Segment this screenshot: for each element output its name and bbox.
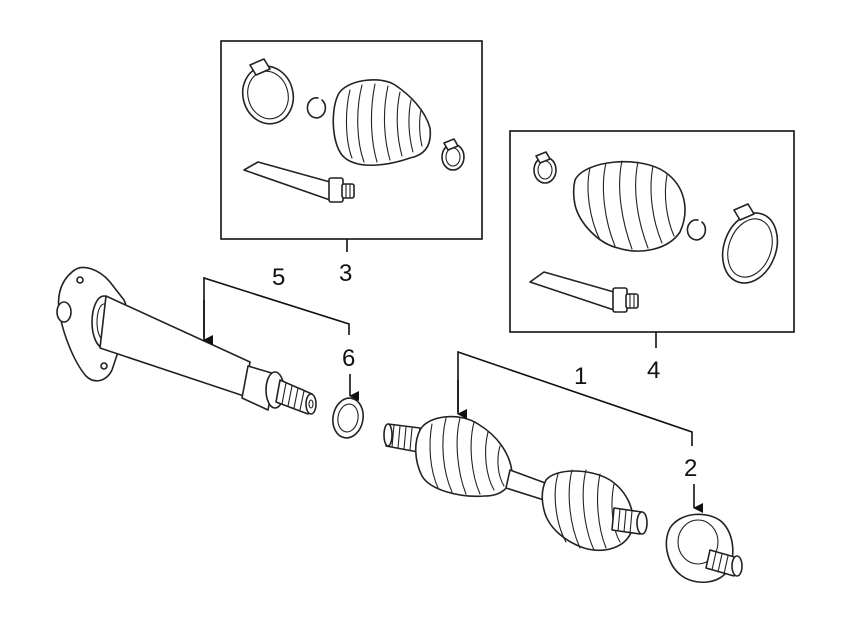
cv-boot-icon	[572, 160, 686, 252]
cv-boot-icon	[332, 79, 432, 167]
large-clamp-icon	[721, 203, 779, 284]
snap-ring-icon	[306, 97, 327, 119]
grease-tube-icon	[243, 161, 355, 203]
callout-5: 5	[272, 264, 285, 291]
large-clamp-icon	[241, 58, 295, 125]
cv-axle-assembly-icon	[383, 415, 648, 552]
boot-kit-outer-group	[509, 130, 795, 333]
small-clamp-icon	[533, 151, 557, 184]
callout-6: 6	[342, 345, 355, 372]
callout-2: 2	[684, 455, 697, 482]
small-clamp-icon	[441, 138, 465, 171]
callout-1: 1	[574, 363, 587, 390]
callout-3: 3	[339, 260, 352, 287]
snap-ring-icon	[686, 219, 707, 241]
grease-tube-icon	[529, 271, 639, 313]
shaft-seal-icon	[332, 397, 364, 439]
callout-4: 4	[647, 357, 660, 384]
boot-kit-inner-group	[220, 40, 483, 240]
intermediate-shaft-icon	[56, 266, 317, 415]
outer-cv-joint-icon	[665, 513, 743, 583]
